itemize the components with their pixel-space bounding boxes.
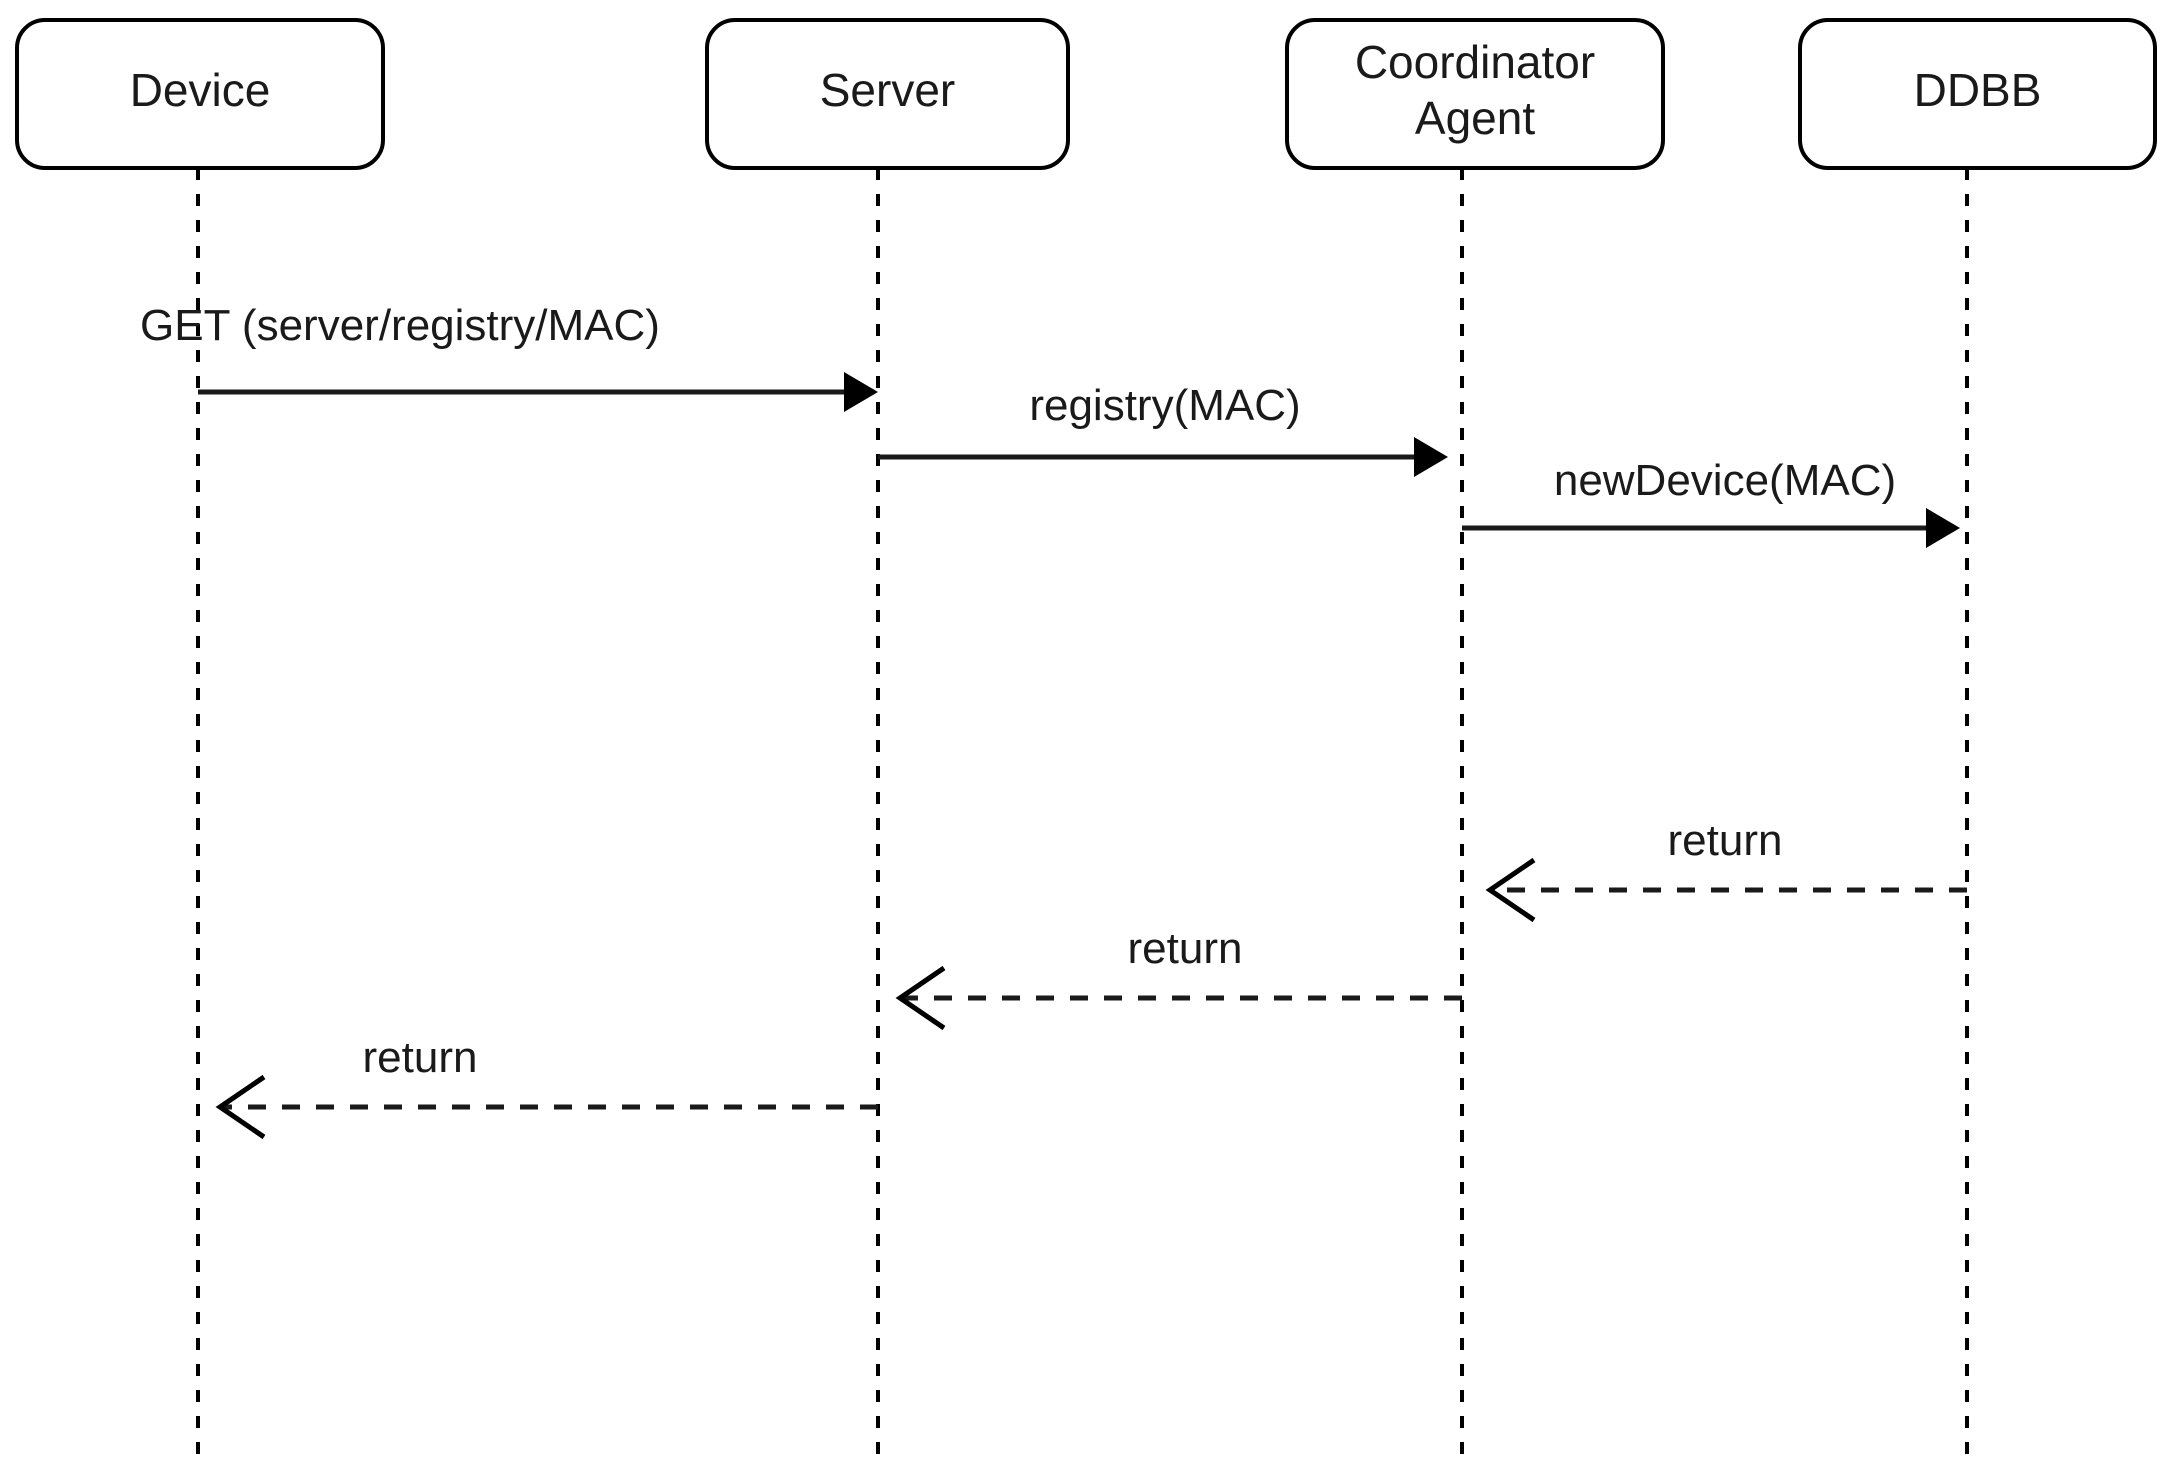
arrowhead-open-msg-return-coordinator-server xyxy=(895,965,946,1031)
participant-label-device: Device xyxy=(130,64,271,116)
arrowhead-filled-msg-newdevice xyxy=(1926,508,1960,548)
message-msg-return-server-device[interactable]: return xyxy=(215,1033,878,1140)
lifeline-server[interactable]: Server xyxy=(705,18,1070,1462)
message-label-msg-get-registry: GET (server/registry/MAC) xyxy=(140,301,660,350)
message-label-msg-newdevice: newDevice(MAC) xyxy=(1554,456,1896,505)
message-msg-return-coordinator-server[interactable]: return xyxy=(895,924,1462,1031)
message-msg-newdevice[interactable]: newDevice(MAC) xyxy=(1462,456,1960,548)
message-msg-return-ddbb-coordinator[interactable]: return xyxy=(1485,816,1967,923)
message-label-msg-return-ddbb-coordinator: return xyxy=(1668,816,1783,865)
participant-label-coordinator-agent: Agent xyxy=(1415,92,1535,144)
arrowhead-open-msg-return-server-device xyxy=(215,1074,266,1140)
message-label-msg-return-server-device: return xyxy=(363,1033,478,1082)
arrowhead-filled-msg-registry xyxy=(1414,437,1448,477)
message-msg-registry[interactable]: registry(MAC) xyxy=(878,381,1448,477)
messages-layer: GET (server/registry/MAC) registry(MAC) ne… xyxy=(140,301,1967,1140)
participant-label-coordinator-agent: Coordinator xyxy=(1355,36,1595,88)
participant-label-server: Server xyxy=(820,64,955,116)
message-label-msg-registry: registry(MAC) xyxy=(1029,381,1300,430)
lifeline-device[interactable]: Device xyxy=(15,18,385,1462)
participant-box-coordinator-agent[interactable] xyxy=(1285,18,1665,170)
arrowhead-filled-msg-get-registry xyxy=(844,372,878,412)
lifeline-ddbb[interactable]: DDBB xyxy=(1798,18,2157,1462)
participant-box-server[interactable] xyxy=(705,18,1070,170)
participant-label-ddbb: DDBB xyxy=(1914,64,2042,116)
arrowhead-open-msg-return-ddbb-coordinator xyxy=(1485,857,1536,923)
participant-box-device[interactable] xyxy=(15,18,385,170)
participant-box-ddbb[interactable] xyxy=(1798,18,2157,170)
message-msg-get-registry[interactable]: GET (server/registry/MAC) xyxy=(140,301,878,412)
message-label-msg-return-coordinator-server: return xyxy=(1128,924,1243,973)
